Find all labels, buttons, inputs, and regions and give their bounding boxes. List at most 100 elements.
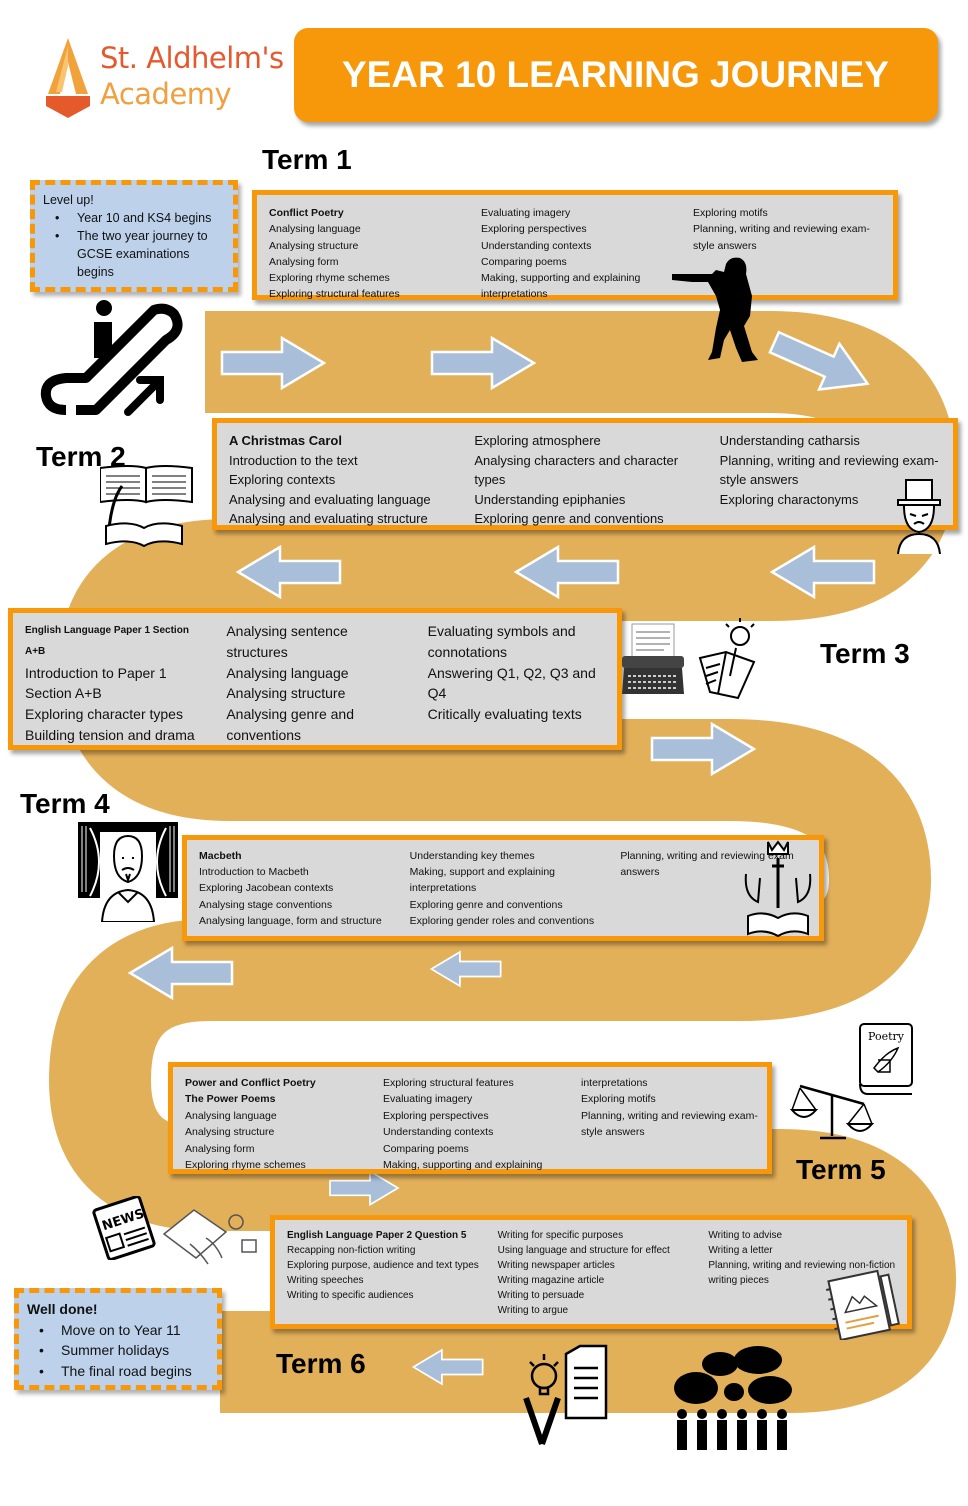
topic-item: Analysing sentence structures [226, 623, 348, 660]
term-1-label: Term 1 [262, 144, 352, 175]
page-title: YEAR 10 LEARNING JOURNEY [342, 54, 889, 95]
topic-item: Planning, writing and reviewing exam-sty… [693, 223, 870, 252]
unit-title: English Language Paper 1 Section A+B [25, 625, 189, 657]
end-note: Well done! Move on to Year 11 Summer hol… [14, 1288, 222, 1390]
topic-item: Exploring motifs [581, 1093, 656, 1106]
topic-item: Writing for specific purposes [497, 1230, 624, 1241]
term-5-label: Term 5 [796, 1154, 886, 1185]
topic-item: Understanding contexts [383, 1126, 494, 1139]
topic-item: Exploring structural features [383, 1077, 514, 1089]
svg-text:Poetry: Poetry [868, 1030, 905, 1043]
typing-laptop-icon [162, 1209, 257, 1265]
newspaper-icon: NEWS [92, 1196, 156, 1260]
sketchbook-pencil-icon [826, 1269, 900, 1340]
term-4-column-3: Planning, writing and reviewing exam ans… [608, 848, 819, 936]
unit-title: A Christmas Carol [229, 433, 342, 448]
topic-item: Planning, writing and reviewing exam-sty… [719, 452, 939, 488]
topic-item: Understanding contexts [481, 239, 592, 252]
term-3-box: English Language Paper 1 Section A+B Intr… [8, 608, 622, 750]
topic-item: Analysing language, form and structure [199, 914, 382, 927]
topic-item: Making, supporting and explaining interp… [481, 272, 641, 301]
topic-item: Exploring perspectives [383, 1109, 489, 1122]
topic-item: Exploring gender roles and conventions [409, 914, 595, 927]
topic-item: Analysing structure [185, 1126, 275, 1139]
end-note-heading: Well done! [27, 1301, 98, 1317]
topic-item: Analysing stage conventions [199, 898, 333, 911]
academy-crest-icon [46, 38, 90, 118]
term-3-label: Term 3 [820, 638, 910, 669]
start-note-list: Year 10 and KS4 begins The two year jour… [43, 209, 225, 281]
topic-item: Exploring rhyme schemes [269, 272, 390, 285]
topic-item: Analysing structure [269, 239, 359, 252]
topic-item: Answering Q1, Q2, Q3 and Q4 [427, 664, 596, 702]
idea-book-icon [698, 618, 756, 700]
arrow-left-icon [236, 545, 342, 599]
topic-item: Analysing characters and character types [474, 452, 679, 488]
arrow-left-icon [412, 1348, 484, 1386]
school-logo: St. Aldhelm's Academy [42, 36, 292, 126]
title-banner: YEAR 10 LEARNING JOURNEY [294, 28, 938, 122]
topic-item: Building tension and drama [25, 726, 195, 743]
school-name: St. Aldhelm's Academy [100, 40, 284, 112]
topic-item: Writing newspaper articles [497, 1260, 615, 1271]
topic-item: Introduction to Paper 1 Section A+B [25, 664, 167, 702]
topic-item: Exploring rhyme schemes [185, 1159, 306, 1172]
end-note-item: Summer holidays [39, 1340, 209, 1361]
school-name-line1: St. Aldhelm's [100, 41, 284, 75]
arrow-down-right-icon [768, 330, 870, 391]
arrow-right-icon [220, 336, 326, 390]
arrow-right-icon [650, 722, 756, 776]
topic-item: Understanding epiphanies [474, 491, 626, 507]
unit-title: Conflict Poetry [269, 207, 344, 219]
topic-item: Analysing and evaluating structure [229, 511, 428, 527]
topic-item: Understanding key themes [409, 850, 535, 862]
topic-item: Evaluating imagery [383, 1093, 473, 1106]
term-6-label: Term 6 [276, 1348, 366, 1379]
topic-item: Exploring structural features [269, 288, 400, 301]
arrow-left-icon [514, 545, 620, 599]
topic-item: Analysing structure [226, 685, 346, 702]
arrow-left-icon [770, 545, 876, 599]
start-note-heading: Level up! [43, 193, 94, 207]
unit-title: Power and Conflict Poetry [185, 1077, 316, 1089]
topic-item: Analysing genre and conventions [226, 706, 354, 743]
topic-item: Making, supporting and explaining [383, 1159, 543, 1172]
arrow-left-icon [128, 946, 234, 1000]
school-name-line2: Academy [100, 77, 232, 111]
topic-item: Analysing form [185, 1142, 255, 1155]
topic-item: Writing to advise [708, 1230, 783, 1241]
start-note: Level up! Year 10 and KS4 begins The two… [30, 180, 238, 292]
topic-item: Planning, writing and reviewing non-fict… [708, 1260, 896, 1286]
scales-icon [790, 1084, 874, 1140]
topic-item: interpretations [581, 1077, 648, 1089]
shakespeare-icon [78, 822, 178, 922]
arrow-right-icon [329, 1170, 400, 1206]
topic-item: Analysing language [185, 1109, 277, 1122]
unit-title: Macbeth [199, 850, 242, 862]
poetry-book-icon: Poetry [859, 1023, 913, 1095]
escalator-icon [40, 300, 183, 416]
topic-item: Exploring genre and conventions [474, 511, 664, 527]
topic-item: Analysing language [269, 223, 361, 236]
arrow-right-icon [430, 336, 536, 390]
topic-item: Exploring perspectives [481, 223, 587, 236]
topic-item: Writing to persuade [497, 1290, 585, 1301]
scrooge-icon [897, 479, 941, 554]
topic-item: Evaluating imagery [481, 207, 571, 219]
start-note-item: The two year journey to GCSE examination… [55, 227, 225, 281]
topic-item: Critically evaluating texts [427, 706, 582, 723]
topic-item: Making, support and explaining interpret… [409, 866, 556, 895]
topic-item: Analysing form [269, 255, 339, 268]
